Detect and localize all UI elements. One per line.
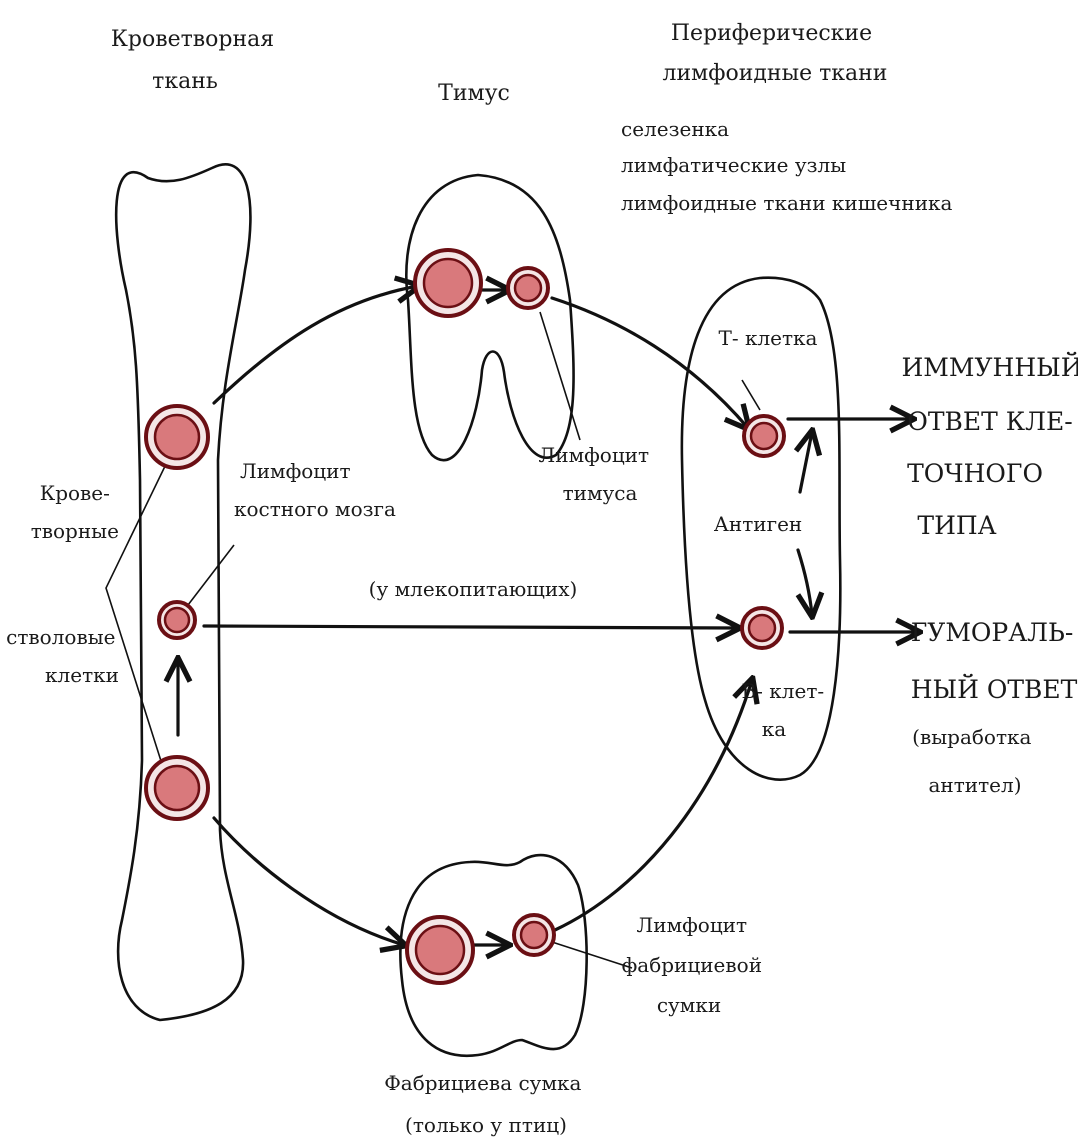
arrow-bone-to-bursa (214, 818, 404, 945)
bursa-stem-cell (407, 917, 473, 983)
thymus-lymphocyte-cell (508, 268, 548, 308)
bursa-lymphocyte-cell (514, 915, 554, 955)
arrow-antigen-down (798, 550, 812, 615)
pointer-t-cell (742, 380, 760, 410)
arrow-bone-to-thymus (214, 286, 418, 403)
antigen-label: Антиген (714, 512, 803, 536)
t-cell-label: Т- клетка (719, 326, 818, 350)
bursa-lymphocyte-label: Лимфоцит фабрициевой сумки (622, 913, 769, 1017)
b-cell (742, 608, 782, 648)
thymus-outline (406, 175, 573, 460)
stem-cell-bottom (146, 757, 208, 819)
peripheral-tissue-list: селезенка лимфатические узлы лимфоидные … (621, 117, 953, 215)
t-cell (744, 416, 784, 456)
arrow-antigen-up (800, 432, 812, 492)
bone-marrow-lymphocyte-label: Лимфоцит костного мозга (234, 459, 396, 521)
humoral-response-label: ГУМОРАЛЬ- НЫЙ ОТВЕТ (911, 618, 1078, 704)
pointer-bone-marrow-lymphocyte (188, 545, 234, 605)
arrow-thymus-to-t-cell (552, 298, 748, 428)
arrow-bursa-to-b-cell (555, 680, 752, 930)
mammals-note: (у млекопитающих) (369, 577, 578, 601)
bone-outline (116, 164, 250, 1020)
antibody-note: (выработка антител) (912, 725, 1038, 797)
stem-cell-top (146, 406, 208, 468)
arrow-mammals-to-b-cell (204, 626, 738, 628)
thymus-lymphocyte-label: Лимфоцит тимуса (539, 443, 656, 505)
hematopoietic-tissue-title: Кроветворная ткань (111, 27, 281, 94)
thymus-title: Тимус (438, 81, 510, 106)
thymus-stem-cell (415, 250, 481, 316)
bone-marrow-lymphocyte-cell (159, 602, 195, 638)
pointer-bursa-lymphocyte (552, 942, 632, 968)
b-cell-label: В- клет- ка (741, 679, 830, 741)
cellular-response-label: ИММУННЫЙ ОТВЕТ КЛЕ- ТОЧНОГО ТИПА (901, 352, 1078, 540)
peripheral-tissue-title: Периферические лимфоидные ткани (663, 21, 888, 86)
bursa-label: Фабрициева сумка (только у птиц) (384, 1071, 588, 1137)
